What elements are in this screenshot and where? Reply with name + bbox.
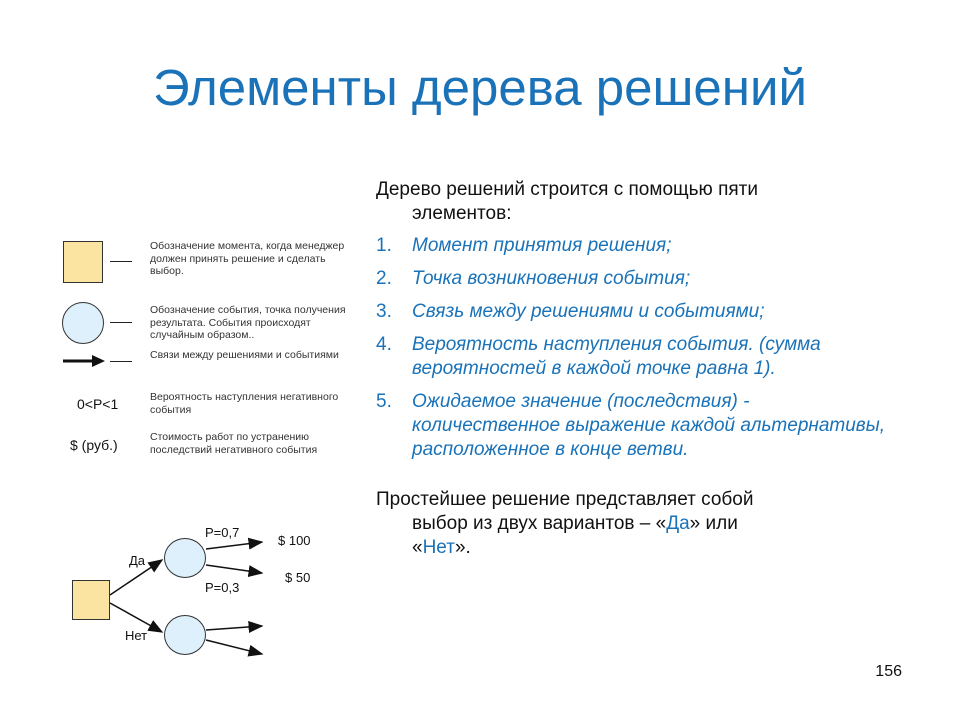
intro-line-1: Дерево решений строится с помощью пяти	[376, 179, 758, 200]
list-item-text: Ожидаемое значение (последствия) - колич…	[412, 391, 885, 460]
tree-label-p2: P=0,3	[205, 580, 240, 595]
branch-yes	[109, 559, 164, 596]
legend-dash	[110, 261, 132, 262]
legend-links-text: Связи между решениями и событиями	[150, 349, 339, 361]
tree-value-50: $ 50	[285, 570, 311, 585]
closing-line-1: Простейшее решение представляет собой	[376, 489, 754, 510]
probability-symbol: 0<P<1	[77, 396, 119, 412]
list-item: 2. Точка возникновения события;	[376, 267, 896, 291]
tree-event-circle-icon	[164, 615, 206, 655]
branch-p1	[205, 537, 264, 550]
branch-no	[109, 602, 164, 633]
intro-line-2: элементов:	[412, 203, 512, 224]
decision-tree-diagram	[109, 537, 264, 657]
list-item-text: Вероятность наступления события. (сумма …	[412, 334, 821, 379]
legend-event-text: Обозначение события, точка получения рез…	[150, 304, 346, 341]
list-item: 4. Вероятность наступления события. (сумм…	[376, 333, 896, 381]
elements-list: 1. Момент принятия решения; 2. Точка возни…	[376, 234, 896, 462]
branch-no-2	[205, 639, 264, 657]
list-item-number: 1.	[376, 235, 392, 256]
tree-label-p1: P=0,7	[205, 525, 240, 540]
list-item-number: 5.	[376, 391, 392, 412]
tree-decision-square-icon	[72, 580, 110, 620]
closing-line-2: выбор из двух вариантов – «Да» или	[376, 512, 896, 536]
list-item: 1. Момент принятия решения;	[376, 234, 896, 258]
closing-text: » или	[689, 513, 738, 534]
slide-title: Элементы дерева решений	[153, 59, 807, 116]
content-panel: Дерево решений строится с помощью пяти э…	[376, 178, 896, 560]
legend-dash	[110, 322, 132, 323]
arrow-icon	[63, 355, 105, 367]
legend-panel: Обозначение момента, когда менеджер долж…	[0, 0, 360, 720]
legend-decision-text: Обозначение момента, когда менеджер долж…	[150, 240, 345, 277]
tree-label-no: Нет	[125, 628, 148, 643]
closing-text: выбор из двух вариантов – «	[412, 513, 667, 534]
tree-event-circle-icon	[164, 538, 206, 578]
tree-value-100: $ 100	[278, 533, 311, 548]
list-item: 3. Связь между решениями и событиями;	[376, 300, 896, 324]
intro-paragraph: Дерево решений строится с помощью пяти э…	[376, 178, 896, 226]
list-item: 5. Ожидаемое значение (последствия) - кол…	[376, 390, 896, 462]
tree-label-yes: Да	[129, 553, 146, 568]
event-circle-icon	[62, 302, 104, 344]
list-item-text: Момент принятия решения;	[412, 235, 672, 256]
closing-paragraph: Простейшее решение представляет собой вы…	[376, 488, 896, 560]
list-item-text: Точка возникновения события;	[412, 268, 691, 289]
branch-p2	[205, 564, 264, 578]
legend-probability-text: Вероятность наступления негативного собы…	[150, 391, 339, 416]
legend-dash	[110, 361, 132, 362]
list-item-number: 2.	[376, 268, 392, 289]
closing-text: ».	[454, 537, 471, 558]
closing-line-3: «Нет».	[376, 536, 896, 560]
closing-no: Нет	[422, 537, 455, 558]
branch-no-1	[205, 620, 264, 633]
closing-yes: Да	[666, 513, 690, 534]
list-item-number: 4.	[376, 334, 392, 355]
decision-square-icon	[63, 241, 103, 283]
list-item-number: 3.	[376, 301, 392, 322]
list-item-text: Связь между решениями и событиями;	[412, 301, 765, 322]
page-number: 156	[875, 663, 902, 680]
closing-text: «	[412, 537, 423, 558]
legend-cost-text: Стоимость работ по устранению последстви…	[150, 431, 318, 456]
cost-symbol: $ (руб.)	[70, 437, 118, 453]
